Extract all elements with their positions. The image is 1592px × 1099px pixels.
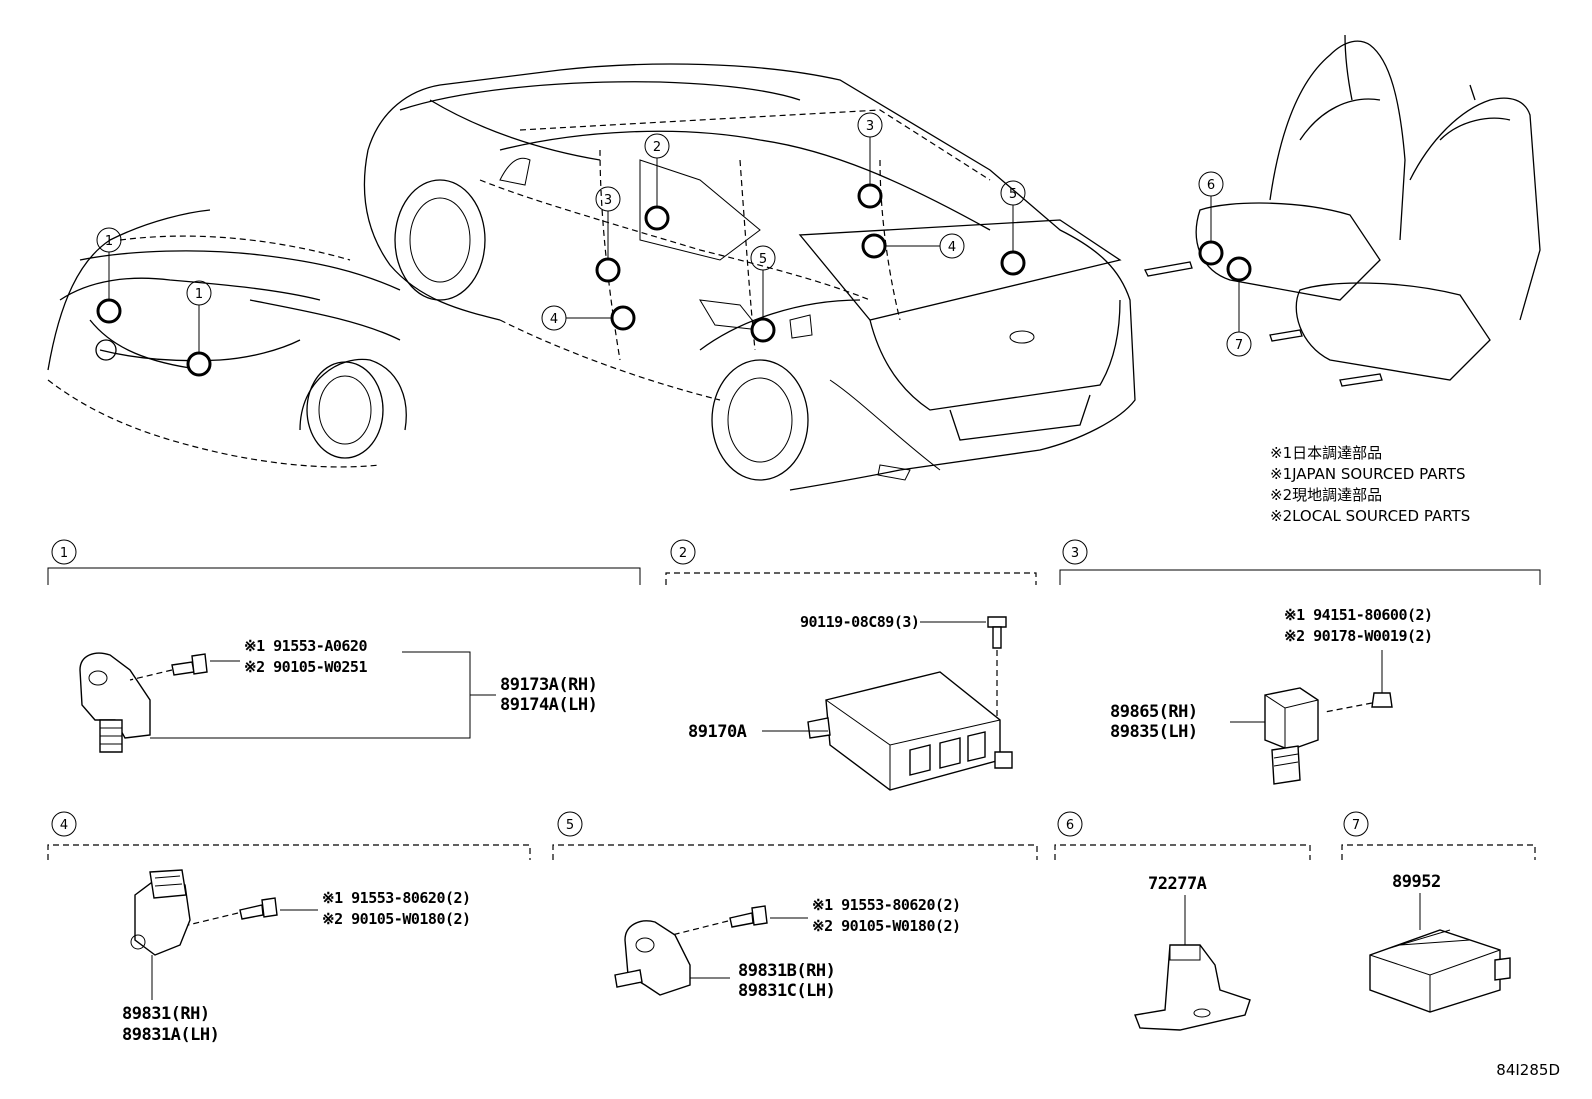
section-5-number: 5	[566, 818, 574, 833]
svg-text:4: 4	[550, 312, 558, 327]
section-1-number: 1	[60, 546, 68, 561]
svg-text:3: 3	[604, 193, 612, 208]
section-2-number: 2	[679, 546, 687, 561]
section-6-part: 72277A	[1148, 874, 1207, 894]
svg-text:1: 1	[105, 234, 113, 249]
section-5-bolt-jp: ※1 91553-80620(2)	[812, 896, 961, 914]
svg-text:5: 5	[1009, 187, 1017, 202]
svg-text:5: 5	[759, 252, 767, 267]
section-1-part-rh: 89173A(RH)	[500, 675, 597, 695]
svg-text:6: 6	[1207, 178, 1215, 193]
callout-6: 6	[1198, 171, 1224, 197]
note-2-jp: ※2現地調達部品	[1270, 486, 1382, 504]
section-3-part-lh: 89835(LH)	[1110, 722, 1198, 742]
section-4: 4 ※1 91553-80620(2) ※2 90105-W0180(2) 89…	[47, 811, 531, 1045]
callout-1b: 1	[186, 280, 212, 306]
section-2: 2 90119-08C89(3) 89170A	[665, 539, 1037, 791]
section-7-number: 7	[1352, 818, 1360, 833]
note-2-en: ※2LOCAL SOURCED PARTS	[1270, 507, 1470, 525]
svg-text:3: 3	[866, 119, 874, 134]
section-6-number: 6	[1066, 818, 1074, 833]
note-1-en: ※1JAPAN SOURCED PARTS	[1270, 465, 1465, 483]
section-3-number: 3	[1071, 546, 1079, 561]
svg-text:7: 7	[1235, 338, 1243, 353]
section-3: 3 ※1 94151-80600(2) ※2 90178-W0019(2) 89…	[1059, 539, 1541, 785]
callout-4a: 4	[541, 305, 567, 331]
svg-text:4: 4	[948, 240, 956, 255]
section-3-part-rh: 89865(RH)	[1110, 702, 1198, 722]
section-2-bolt: 90119-08C89(3)	[800, 613, 919, 631]
callout-7: 7	[1226, 331, 1252, 357]
svg-text:1: 1	[195, 287, 203, 302]
section-5-part-rh: 89831B(RH)	[738, 961, 835, 981]
section-1-bolt-local: ※2 90105-W0251	[244, 658, 367, 676]
callout-3b: 3	[857, 112, 883, 138]
callout-1a: 1	[96, 227, 122, 253]
section-7-part: 89952	[1392, 872, 1441, 892]
location-markers	[96, 137, 1252, 377]
section-1-bolt-jp: ※1 91553-A0620	[244, 637, 367, 655]
section-5-bolt-local: ※2 90105-W0180(2)	[812, 917, 961, 935]
section-4-bolt-jp: ※1 91553-80620(2)	[322, 889, 471, 907]
section-4-part-rh: 89831(RH)	[122, 1004, 210, 1024]
note-1-jp: ※1日本調達部品	[1270, 444, 1382, 462]
section-1: 1 ※1 91553-A0620 ※2 90105-W0251 89173A(R…	[47, 539, 641, 753]
svg-text:2: 2	[653, 140, 661, 155]
section-7: 7 89952	[1341, 811, 1536, 1013]
section-1-part-lh: 89174A(LH)	[500, 695, 597, 715]
section-2-part: 89170A	[688, 722, 747, 742]
section-6: 6 72277A	[1054, 811, 1311, 1031]
callout-5a: 5	[750, 245, 776, 271]
callout-5b: 5	[1000, 180, 1026, 206]
sourcing-notes: ※1日本調達部品 ※1JAPAN SOURCED PARTS ※2現地調達部品 …	[1270, 444, 1470, 525]
section-4-bolt-local: ※2 90105-W0180(2)	[322, 910, 471, 928]
vehicle-illustration	[363, 63, 1136, 491]
section-5-part-lh: 89831C(LH)	[738, 981, 835, 1001]
front-bumper-illustration	[47, 209, 407, 468]
location-callouts: 1 1 2 3 3 4 4 5 5 6 7	[96, 112, 1252, 357]
section-3-nut-jp: ※1 94151-80600(2)	[1284, 606, 1433, 624]
callout-2: 2	[644, 133, 670, 159]
section-4-part-lh: 89831A(LH)	[122, 1025, 219, 1045]
diagram-id: 84I285D	[1496, 1061, 1560, 1079]
section-3-nut-local: ※2 90178-W0019(2)	[1284, 627, 1433, 645]
section-4-number: 4	[60, 818, 68, 833]
callout-4b: 4	[939, 233, 965, 259]
callout-3a: 3	[595, 186, 621, 212]
section-5: 5 ※1 91553-80620(2) ※2 90105-W0180(2) 89…	[552, 811, 1038, 1001]
seat-illustration	[1144, 34, 1541, 387]
